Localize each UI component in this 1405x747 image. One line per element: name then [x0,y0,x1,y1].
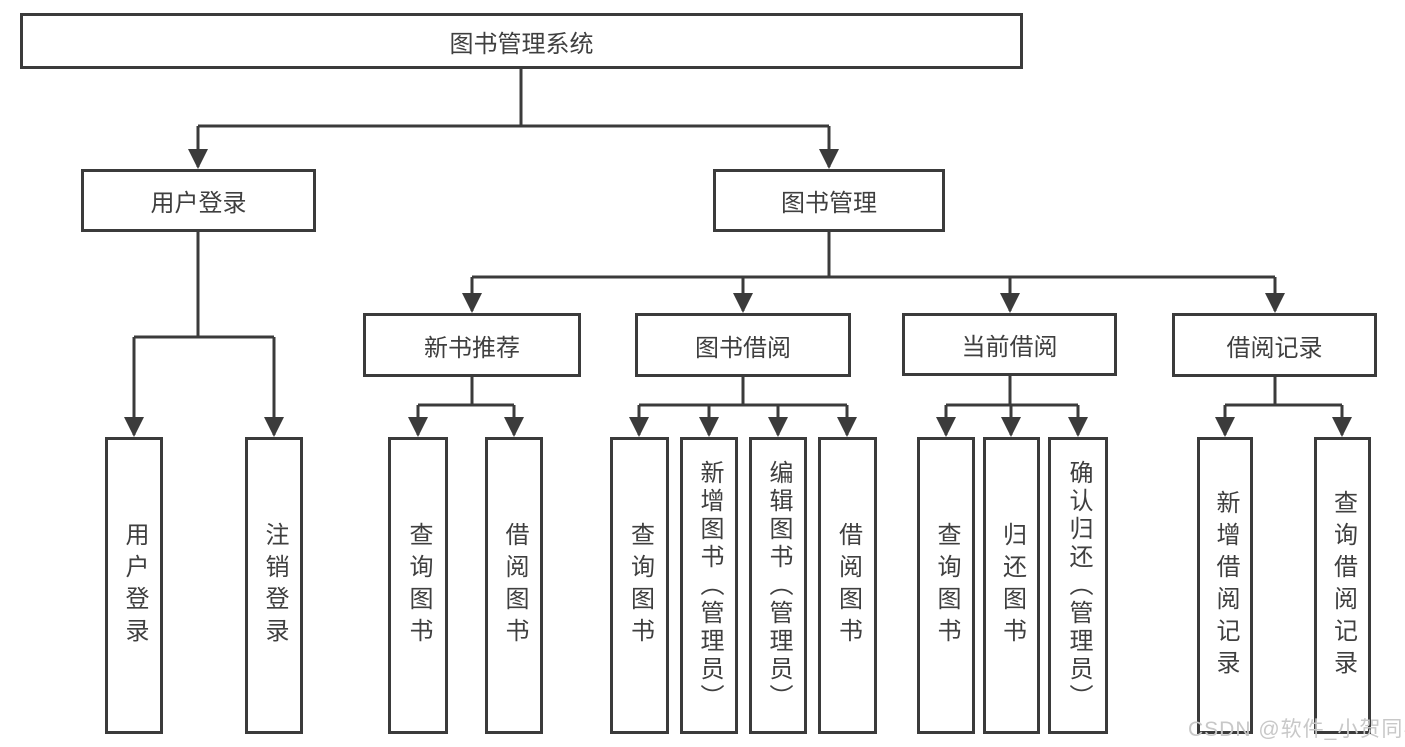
node-leaf-bb-edit-books-admin: 编辑图书（管理员） [749,437,807,734]
node-curr-borrow: 当前借阅 [902,313,1117,376]
node-leaf-rec-borrow-books: 借阅图书 [485,437,543,734]
node-leaf-logout: 注销登录 [245,437,303,734]
csdn-watermark: CSDN @软件_小贺同学 [1188,718,1405,741]
node-root: 图书管理系统 [20,13,1023,69]
connector-borrow-hist-children [1215,377,1352,437]
node-user-login: 用户登录 [81,169,316,232]
node-curr-borrow-label: 当前借阅 [961,334,1058,361]
node-leaf-cb-confirm-return-admin: 确认归还（管理员） [1048,437,1108,734]
connector-user-login-children [124,232,284,437]
node-leaf-bb-borrow-books-label: 借阅图书 [834,521,862,650]
node-leaf-rec-query-books-label: 查询图书 [405,521,432,650]
node-leaf-bb-query-books-label: 查询图书 [626,521,654,650]
connector-book-borrow-children [629,377,857,437]
connector-curr-borrow-children [936,376,1088,437]
node-leaf-cb-query-books: 查询图书 [917,437,975,734]
node-leaf-bb-query-books: 查询图书 [610,437,669,734]
node-leaf-rec-query-books: 查询图书 [388,437,448,734]
node-leaf-bb-add-books-admin-label: 新增图书（管理员） [696,459,723,712]
node-borrow-hist-label: 借阅记录 [1226,334,1323,362]
node-leaf-cb-return-books-label: 归还图书 [998,521,1026,650]
node-leaf-bh-add-record: 新增借阅记录 [1197,437,1253,734]
connector-book-mgmt-children [462,232,1285,313]
node-leaf-bh-add-record-label: 新增借阅记录 [1212,489,1239,682]
node-leaf-bh-query-record: 查询借阅记录 [1314,437,1371,734]
node-new-rec: 新书推荐 [363,313,581,377]
node-leaf-user-login: 用户登录 [105,437,163,734]
node-leaf-bb-edit-books-admin-label: 编辑图书（管理员） [765,459,792,712]
connector-new-rec-children [408,377,524,437]
node-leaf-user-login-label: 用户登录 [121,521,148,650]
node-book-mgmt-label: 图书管理 [781,190,877,217]
node-new-rec-label: 新书推荐 [424,334,520,362]
node-leaf-bh-query-record-label: 查询借阅记录 [1329,489,1357,682]
node-leaf-cb-confirm-return-admin-label: 确认归还（管理员） [1065,459,1092,712]
node-borrow-hist: 借阅记录 [1172,313,1377,377]
node-leaf-bb-borrow-books: 借阅图书 [818,437,877,734]
node-leaf-cb-query-books-label: 查询图书 [933,521,960,650]
node-leaf-rec-borrow-books-label: 借阅图书 [501,521,528,650]
node-book-borrow: 图书借阅 [635,313,851,377]
node-leaf-logout-label: 注销登录 [261,521,288,650]
node-leaf-bb-add-books-admin: 新增图书（管理员） [680,437,738,734]
node-book-mgmt: 图书管理 [713,169,945,232]
node-user-login-label: 用户登录 [150,190,247,217]
node-leaf-cb-return-books: 归还图书 [983,437,1040,734]
node-book-borrow-label: 图书借阅 [695,334,791,362]
node-root-label: 图书管理系统 [449,30,594,58]
connector-root-children [188,69,839,169]
